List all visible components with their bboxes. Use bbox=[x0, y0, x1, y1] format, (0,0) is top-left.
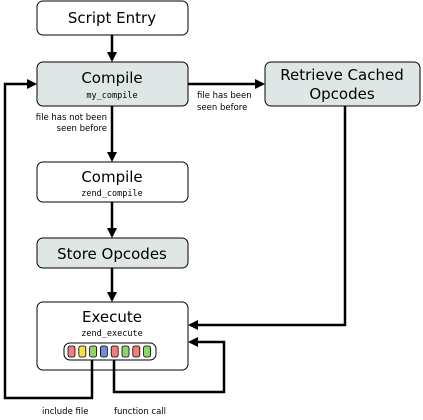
opcode-cell bbox=[132, 345, 141, 358]
edge-label-seen-line1: file has been bbox=[197, 91, 252, 101]
edge-label-include-file: include file bbox=[42, 407, 88, 417]
opcode-cell bbox=[110, 345, 119, 358]
script-entry-label: Script Entry bbox=[68, 9, 156, 27]
arrow-include-file-loop bbox=[3, 79, 94, 400]
compile-my-title: Compile bbox=[81, 69, 142, 87]
store-opcodes-label: Store Opcodes bbox=[57, 245, 167, 263]
opcode-cell bbox=[121, 345, 130, 358]
execute-title: Execute bbox=[82, 308, 142, 326]
edge-label-seen-line2: seen before bbox=[197, 103, 247, 113]
opcode-cell bbox=[89, 345, 97, 358]
arrow-retrieve-to-execute bbox=[188, 106, 347, 330]
compile-zend-subtitle: zend_compile bbox=[81, 189, 142, 199]
retrieve-cached-box bbox=[264, 61, 421, 107]
arrow-function-call-loop bbox=[112, 337, 226, 394]
opcode-cell bbox=[78, 345, 87, 358]
execute-subtitle: zend_execute bbox=[81, 329, 142, 339]
opcode-cell bbox=[143, 345, 152, 358]
compile-my-subtitle: my_compile bbox=[86, 91, 137, 101]
edge-label-not-seen-line2: seen before bbox=[57, 124, 107, 134]
retrieve-cached-line2: Opcodes bbox=[309, 85, 375, 103]
retrieve-cached-line1: Retrieve Cached bbox=[280, 66, 403, 84]
opcode-strip bbox=[63, 342, 157, 361]
opcode-cells bbox=[67, 345, 152, 358]
edge-label-not-seen-line1: file has not been bbox=[36, 113, 107, 123]
opcode-cell bbox=[67, 345, 76, 358]
compile-zend-title: Compile bbox=[81, 168, 142, 186]
edge-label-function-call: function call bbox=[114, 407, 166, 417]
opcode-cell bbox=[100, 345, 108, 358]
